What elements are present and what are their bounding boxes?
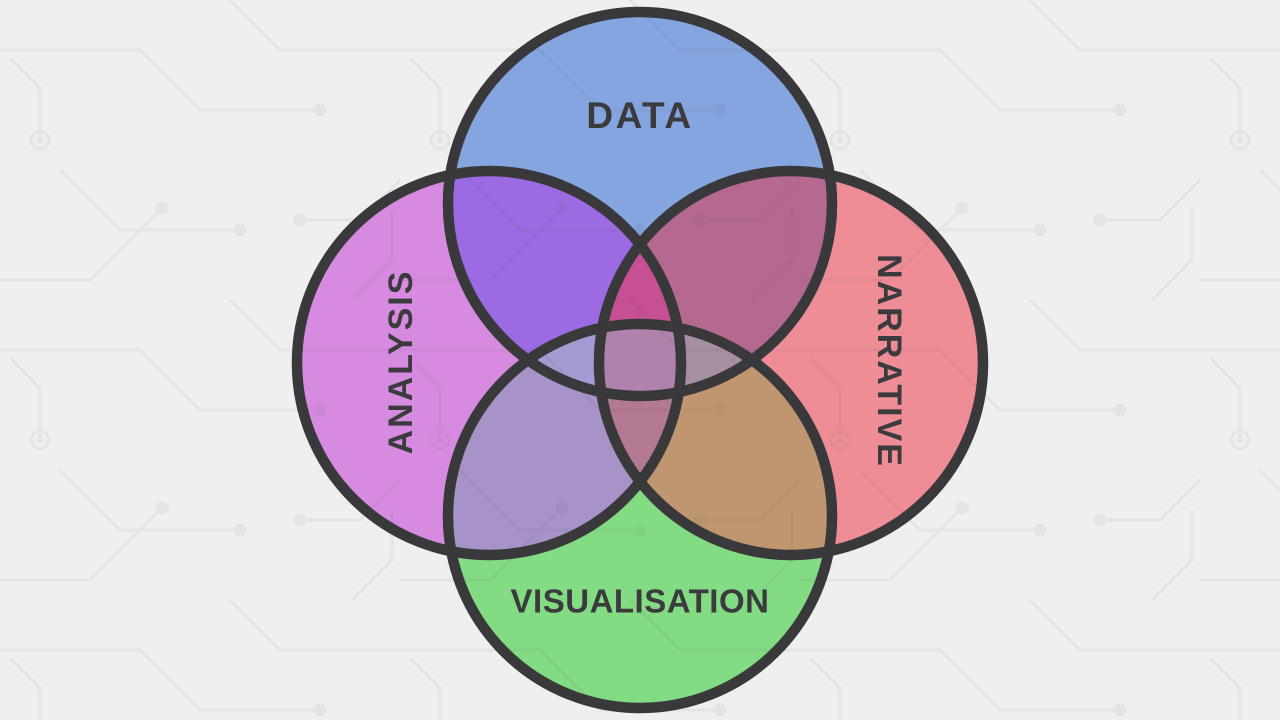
slide-canvas: DATA ANALYSIS NARRATIVE VISUALISATION — [0, 0, 1280, 720]
venn-diagram: DATA ANALYSIS NARRATIVE VISUALISATION — [0, 0, 1280, 720]
circuit-pattern-overlay — [0, 0, 1280, 720]
